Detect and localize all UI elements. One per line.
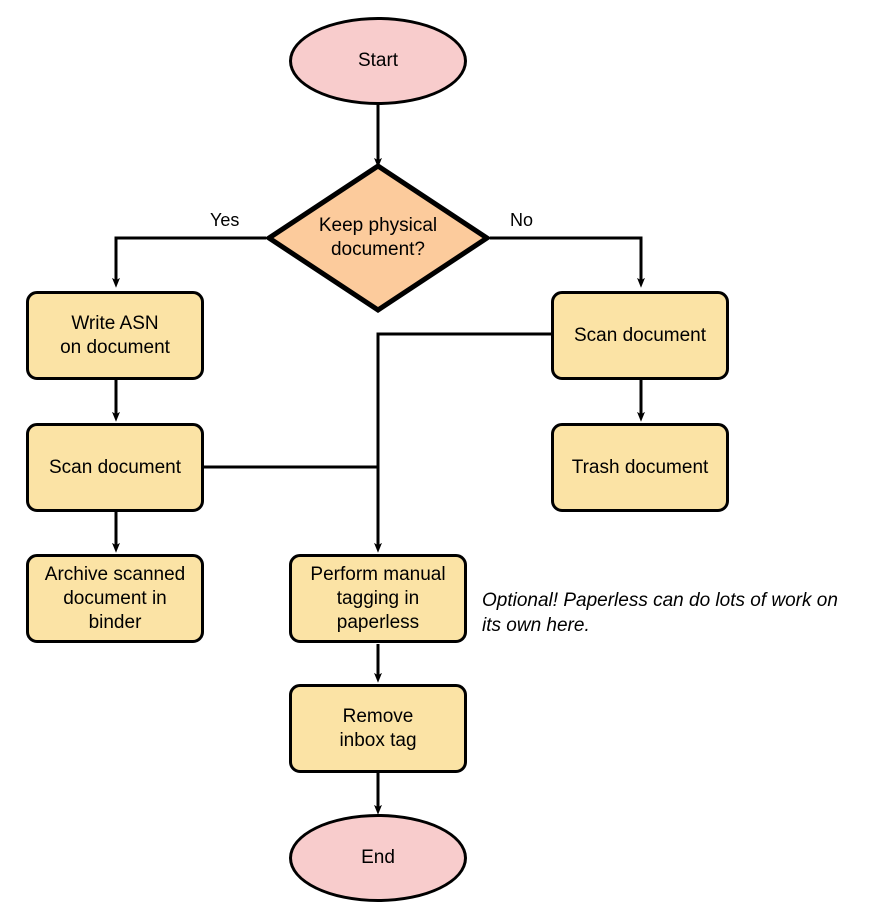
node-end-label: End [361,847,395,868]
node-remove-tag-label-line1: Remove [342,705,414,727]
node-archive-scanned-document-in-binder[interactable]: Archive scanned document in binder [26,554,204,643]
node-archive-label-line1: Archive scanned [44,563,186,585]
node-decision-label-line1: Keep physical [318,215,438,236]
node-scan-document-left-label: Scan document [48,456,182,478]
node-end[interactable]: End [289,814,467,902]
node-tagging-label-line1: Perform manual [310,563,446,585]
edge-scan-right-to-tagging [374,332,551,553]
node-tagging-label-line2: tagging in [336,587,420,609]
annotation-optional-paperless: Optional! Paperless can do lots of work … [482,588,882,638]
edge-decision-no-to-scan-right [490,236,645,288]
node-write-asn-on-document[interactable]: Write ASN on document [26,291,204,380]
annotation-line2: its own here. [482,615,590,636]
node-trash-document-label: Trash document [571,456,709,478]
decision-diamond-shape [266,163,490,313]
node-start-label: Start [357,50,399,71]
edge-label-no: No [510,210,534,230]
edge-decision-yes-to-write-asn [112,236,266,288]
node-write-asn-label-line2: on document [60,336,170,358]
node-start[interactable]: Start [289,17,467,105]
node-decision-label-line2: document? [330,239,425,260]
edge-label-yes: Yes [210,210,240,230]
node-archive-label-line2: document in [63,587,167,609]
node-remove-inbox-tag[interactable]: Remove inbox tag [289,684,467,773]
annotation-line1: Optional! Paperless can do lots of work … [482,590,838,611]
node-decision-keep-physical-document[interactable]: Keep physical document? [266,163,490,313]
node-decision-label: Keep physical document? [313,214,443,262]
node-scan-document-right[interactable]: Scan document [551,291,729,380]
node-perform-manual-tagging-in-paperless[interactable]: Perform manual tagging in paperless [289,554,467,643]
node-trash-document[interactable]: Trash document [551,423,729,512]
node-write-asn-label-line1: Write ASN [71,312,159,334]
node-tagging-label-line3: paperless [336,611,420,633]
node-remove-tag-label-line2: inbox tag [339,729,417,751]
node-archive-label-line3: binder [88,611,142,633]
node-scan-document-right-label: Scan document [573,324,707,346]
node-scan-document-left[interactable]: Scan document [26,423,204,512]
